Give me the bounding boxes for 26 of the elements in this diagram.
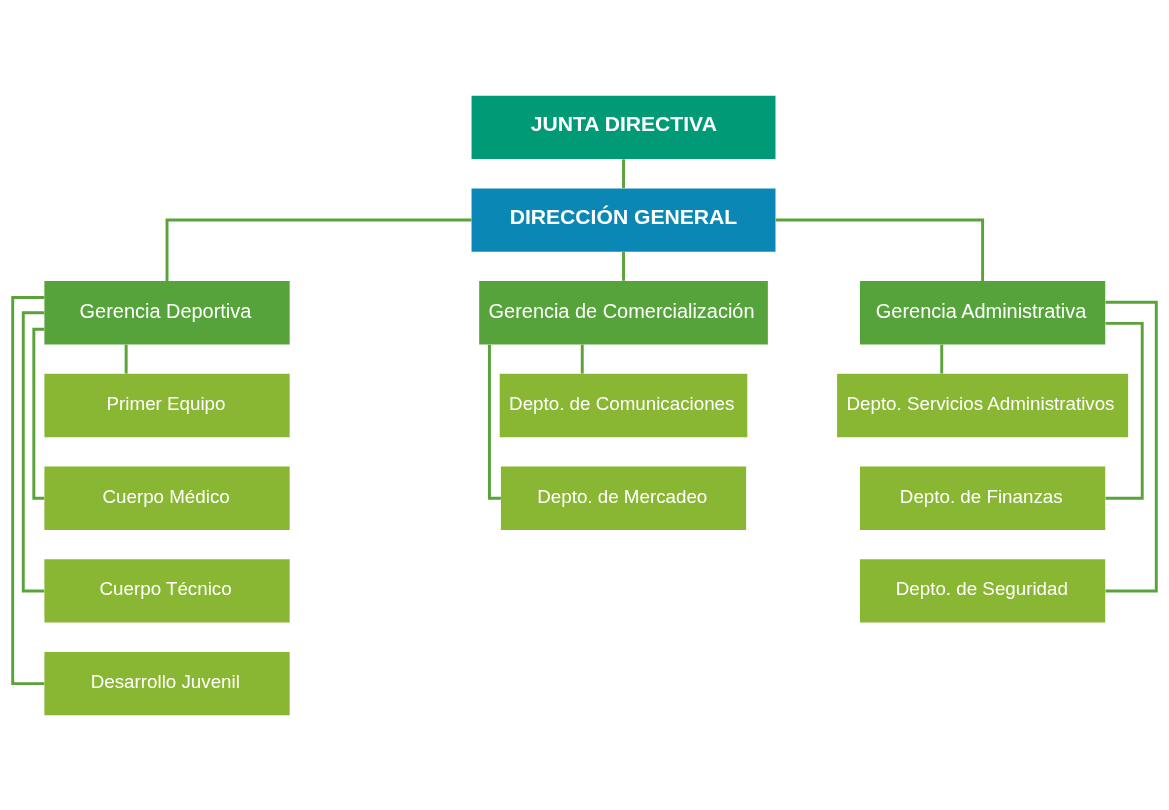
node-box: Gerencia de Comercialización (479, 280, 768, 344)
node-box: Cuerpo Médico (44, 466, 290, 530)
node-box: Depto. de Mercadeo (500, 466, 747, 530)
connector (1105, 300, 1158, 592)
node-box: Gerencia Deportiva (44, 280, 290, 344)
connector (1105, 321, 1144, 500)
connector (775, 218, 985, 281)
connector (488, 344, 501, 500)
connector (622, 158, 625, 188)
node-box: Depto. de Comunicaciones (499, 373, 748, 437)
connector (580, 344, 584, 374)
node-box: Desarrollo Juvenil (44, 651, 290, 715)
connector (124, 344, 128, 374)
node-box: JUNTA DIRECTIVA (471, 95, 776, 159)
node-box: Depto. Servicios Administrativos (837, 373, 1129, 437)
node-box: Primer Equipo (44, 373, 290, 437)
node-box: Gerencia Administrativa (860, 280, 1106, 344)
connector (11, 295, 45, 685)
connector (940, 344, 944, 374)
node-box: DIRECCIÓN GENERAL (471, 187, 776, 252)
node-box: Cuerpo Técnico (44, 558, 290, 623)
connector (32, 327, 45, 500)
node-box: Depto. de Finanzas (860, 466, 1106, 530)
node-box: Depto. de Seguridad (860, 558, 1106, 623)
connector (622, 251, 625, 281)
connector (165, 218, 472, 281)
